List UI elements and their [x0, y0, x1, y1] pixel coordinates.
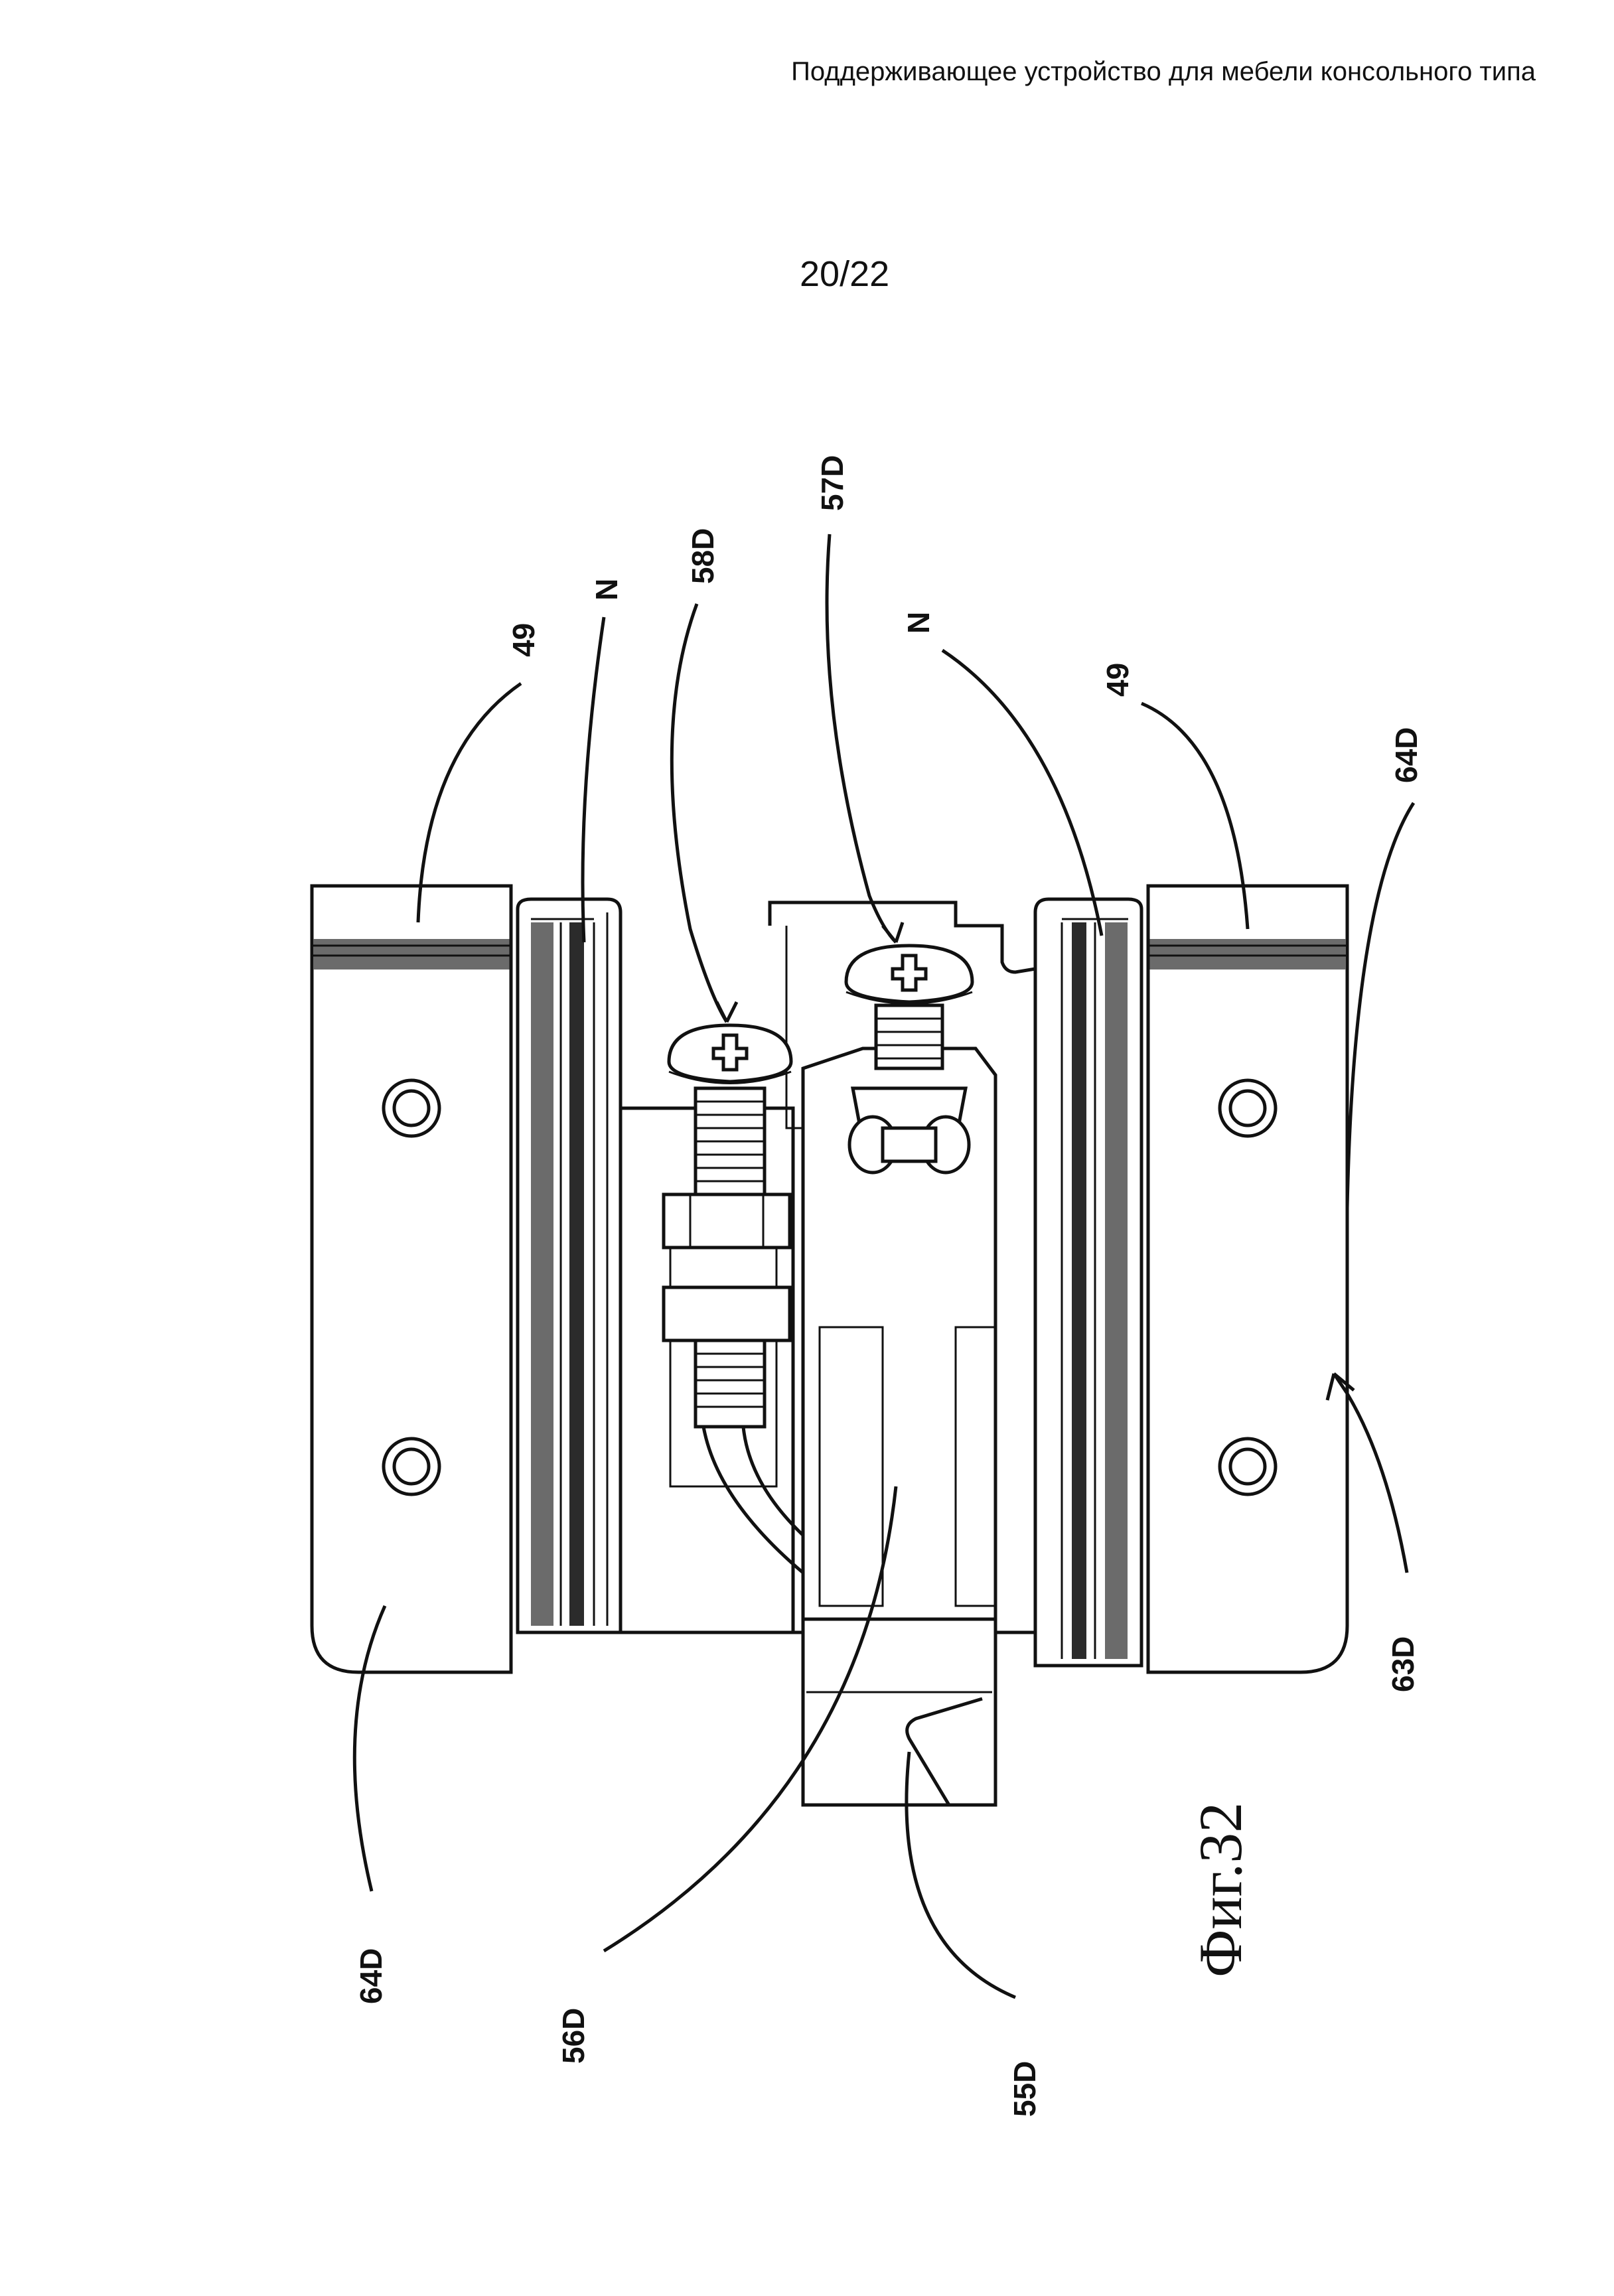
label-63d: 63D [1386, 1636, 1420, 1692]
page-number: 20/22 [800, 254, 890, 294]
label-57d: 57D [815, 455, 849, 511]
screw-58d [662, 1023, 826, 1575]
label-64d-left: 64D [354, 1948, 388, 2004]
leader-lines [352, 534, 1416, 1999]
label-n-left: N [589, 579, 624, 601]
screw-57d [844, 944, 974, 1175]
left-channel [516, 897, 623, 1634]
right-channel [1033, 897, 1143, 1668]
figure-caption: Фиг.32 [1187, 1802, 1254, 1977]
label-n-right: N [901, 612, 936, 634]
right-side-plate [1146, 884, 1349, 1674]
header-title: Поддерживающее устройство для мебели кон… [791, 57, 1536, 86]
label-49-left: 49 [506, 623, 541, 657]
label-64d-right: 64D [1389, 727, 1424, 783]
label-49-right: 49 [1100, 663, 1135, 697]
labels: 49 N 58D 57D N 49 64D 63D 64D 56D 55D Фи… [354, 455, 1424, 2117]
central-part-56d [801, 1046, 997, 1807]
left-side-plate [310, 884, 513, 1674]
label-55d: 55D [1007, 2061, 1042, 2117]
label-58d: 58D [686, 528, 720, 584]
label-56d: 56D [556, 2008, 591, 2064]
